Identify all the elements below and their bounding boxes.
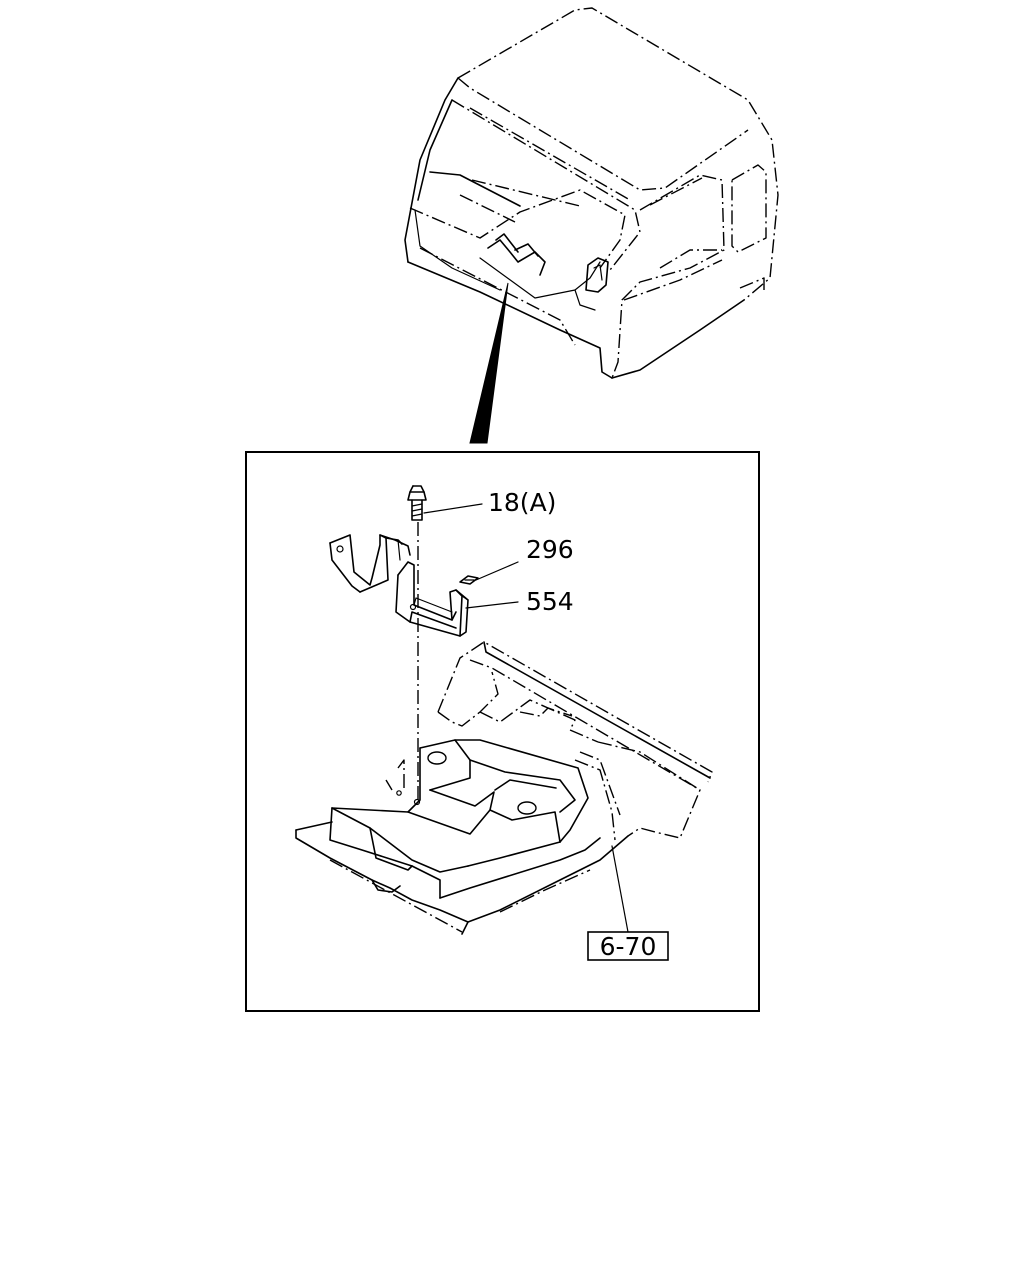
clip-296-icon: [459, 575, 479, 585]
bracket-front: [395, 561, 469, 637]
leader-bolt: [423, 503, 483, 514]
cab-overview: [404, 7, 779, 379]
detail-pointer: [469, 282, 509, 444]
bolt-icon: [407, 485, 427, 521]
detail-frame: [245, 451, 760, 1012]
leader-554: [465, 601, 519, 609]
bracket-rear: [329, 534, 411, 593]
reference-box[interactable]: 6-70: [587, 931, 669, 961]
leader-296: [475, 561, 519, 581]
reference-label: 6-70: [600, 932, 657, 961]
callout-296: 296: [526, 535, 574, 564]
callout-bolt: 18(A): [488, 488, 556, 517]
leader-ref: [611, 845, 629, 933]
callout-554: 554: [526, 587, 574, 616]
floor-panel: [295, 641, 713, 935]
